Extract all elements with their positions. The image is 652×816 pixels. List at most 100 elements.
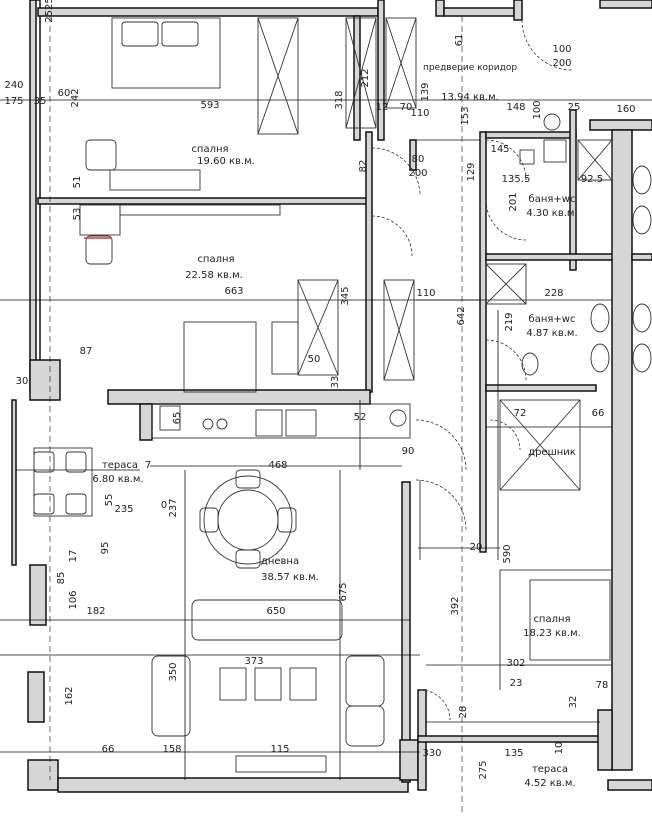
dimension-label: 23 <box>510 678 523 689</box>
dimension-label: 110 <box>410 108 429 119</box>
dining-table <box>199 469 297 569</box>
dimension-label: 235 <box>114 504 133 515</box>
room-area-terrace1: 6.80 кв.м. <box>92 474 143 485</box>
dimension-label: 32 <box>568 696 579 709</box>
room-name-bath2: баня+wc <box>529 314 576 325</box>
room-area-bath1: 4.30 кв.м. <box>526 208 577 219</box>
desks <box>79 139 281 265</box>
dimension-label: 100 <box>552 44 571 55</box>
dimension-label: 318 <box>334 90 345 109</box>
dimension-label: 350 <box>168 662 179 681</box>
room-name-terrace1: тераса <box>102 460 138 471</box>
dimension-label: 53 <box>72 208 83 221</box>
dimension-label: 228 <box>544 288 563 299</box>
dimension-label: 237 <box>168 498 179 517</box>
dimension-label: 162 <box>64 686 75 705</box>
dimension-label: 82 <box>358 160 369 173</box>
dimension-label: 12 <box>376 102 389 113</box>
room-area-living: 38.57 кв.м. <box>261 572 319 583</box>
dimension-label: 148 <box>506 102 525 113</box>
bathroom-fixtures <box>485 113 652 376</box>
dimension-label: 61 <box>454 34 465 47</box>
room-area-bedroom1: 19.60 кв.м. <box>197 156 255 167</box>
dimension-label: 115 <box>270 744 289 755</box>
dimension-label: 200 <box>408 168 427 179</box>
terrace-furniture <box>33 447 93 517</box>
dimension-label: 35 <box>34 96 47 107</box>
dimension-label: 642 <box>456 306 467 325</box>
sofa <box>151 599 385 773</box>
room-name-bath1: баня+wc <box>529 194 576 205</box>
room-labels: спалня 19.60 кв.м. спалня 22.58 кв.м. пр… <box>92 63 580 789</box>
dimension-label: 33 <box>330 376 341 389</box>
dimension-label: 675 <box>338 582 349 601</box>
dimension-label: 85 <box>56 572 67 585</box>
room-name-living: дневна <box>261 556 299 567</box>
dimension-label: 90 <box>402 446 415 457</box>
dimension-label: 100 <box>532 100 543 119</box>
dimension-label: 663 <box>224 286 243 297</box>
dimension-label: 10 <box>554 742 565 755</box>
room-name-bedroom1: спалня <box>191 144 228 155</box>
dimension-label: 392 <box>450 596 461 615</box>
room-name-terrace2: тераса <box>532 764 568 775</box>
dimension-label: 20 <box>470 542 483 553</box>
wardrobes <box>257 17 581 491</box>
dimension-label: 650 <box>266 606 285 617</box>
dimension-label: 139 <box>420 82 431 101</box>
dimension-label: 145 <box>490 144 509 155</box>
dimension-label: 66 <box>592 408 605 419</box>
dimension-label: 95 <box>100 542 111 555</box>
room-area-bath2: 4.87 кв.м. <box>526 328 577 339</box>
dimension-label: 175 <box>4 96 23 107</box>
dimension-label: 106 <box>68 590 79 609</box>
dimension-label: 468 <box>268 460 287 471</box>
dimension-label: 0 <box>161 500 167 511</box>
dimension-label: 66 <box>102 744 115 755</box>
room-name-corridor: предверие коридор <box>423 63 517 73</box>
dimension-label: 135 <box>504 748 523 759</box>
dimension-label: 240 <box>4 80 23 91</box>
doors <box>371 19 573 721</box>
dimension-label: 330 <box>422 748 441 759</box>
dimension-label: 160 <box>616 104 635 115</box>
dimension-label: 80 <box>412 154 425 165</box>
dimension-label: 158 <box>162 744 181 755</box>
dimension-label: 212 <box>360 68 371 87</box>
kitchen <box>151 403 411 439</box>
dimension-label: 50 <box>308 354 321 365</box>
dimension-label: 7 <box>145 460 151 471</box>
dimension-label: 345 <box>340 286 351 305</box>
dimension-label: 153 <box>460 106 471 125</box>
dimension-label: 70 <box>400 102 413 113</box>
dimension-label: 92.5 <box>581 174 603 185</box>
dimension-label: 219 <box>504 312 515 331</box>
dimension-label: 110 <box>416 288 435 299</box>
dimension-label: 52 <box>354 412 367 423</box>
dimension-label: 78 <box>596 680 609 691</box>
dimension-label: 51 <box>72 176 83 189</box>
dimension-label: 373 <box>244 656 263 667</box>
dimension-label: 242 <box>70 88 81 107</box>
walls <box>11 0 652 793</box>
dimension-label: 135.5 <box>502 174 531 185</box>
room-name-bedroom2: спалня <box>197 254 234 265</box>
dimension-label: 201 <box>508 192 519 211</box>
dimension-label: 65 <box>172 412 183 425</box>
dimension-label: 72 <box>514 408 527 419</box>
room-name-bedroom3: спалня <box>533 614 570 625</box>
room-area-corridor: 13.94 кв.м. <box>441 92 499 103</box>
dimension-label: 55 <box>104 494 115 507</box>
dimension-label: 593 <box>200 100 219 111</box>
dimension-label: 302 <box>506 658 525 669</box>
room-area-bedroom3: 18.23 кв.м. <box>523 628 581 639</box>
room-area-bedroom2: 22.58 кв.м. <box>185 270 243 281</box>
beds <box>111 17 611 661</box>
dimension-label: 87 <box>80 346 93 357</box>
dimension-label: 60 <box>58 88 71 99</box>
dimension-label: 182 <box>86 606 105 617</box>
dimension-label: 275 <box>478 760 489 779</box>
dimension-label: 30 <box>16 376 29 387</box>
